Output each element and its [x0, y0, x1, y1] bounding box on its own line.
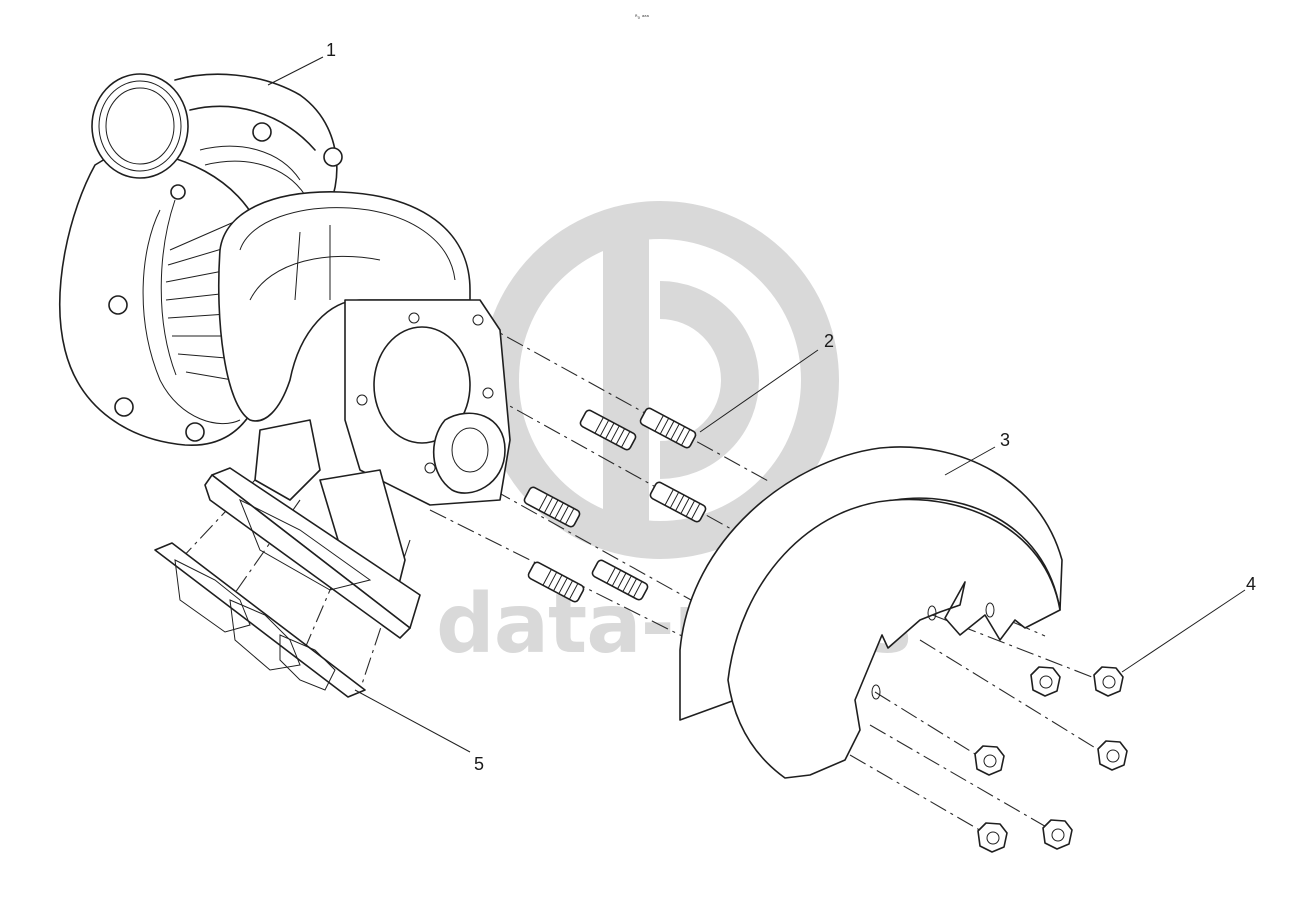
turbocharger: [59, 73, 511, 601]
heat-shield: [679, 446, 1063, 779]
watermark-logo: data-parts: [436, 201, 912, 672]
assembly-lines: [179, 321, 1111, 837]
callout-5: 5: [474, 754, 484, 774]
nuts: [974, 666, 1128, 853]
gasket: [154, 467, 421, 698]
callout-leaders: [267, 56, 1246, 753]
header-mark: ᴿ₀ ᵃᵃᵃ: [635, 14, 649, 21]
studs: [523, 407, 707, 603]
callout-4: 4: [1246, 574, 1256, 594]
callout-3: 3: [1000, 430, 1010, 450]
callout-1: 1: [326, 40, 336, 60]
callout-2: 2: [824, 331, 834, 351]
